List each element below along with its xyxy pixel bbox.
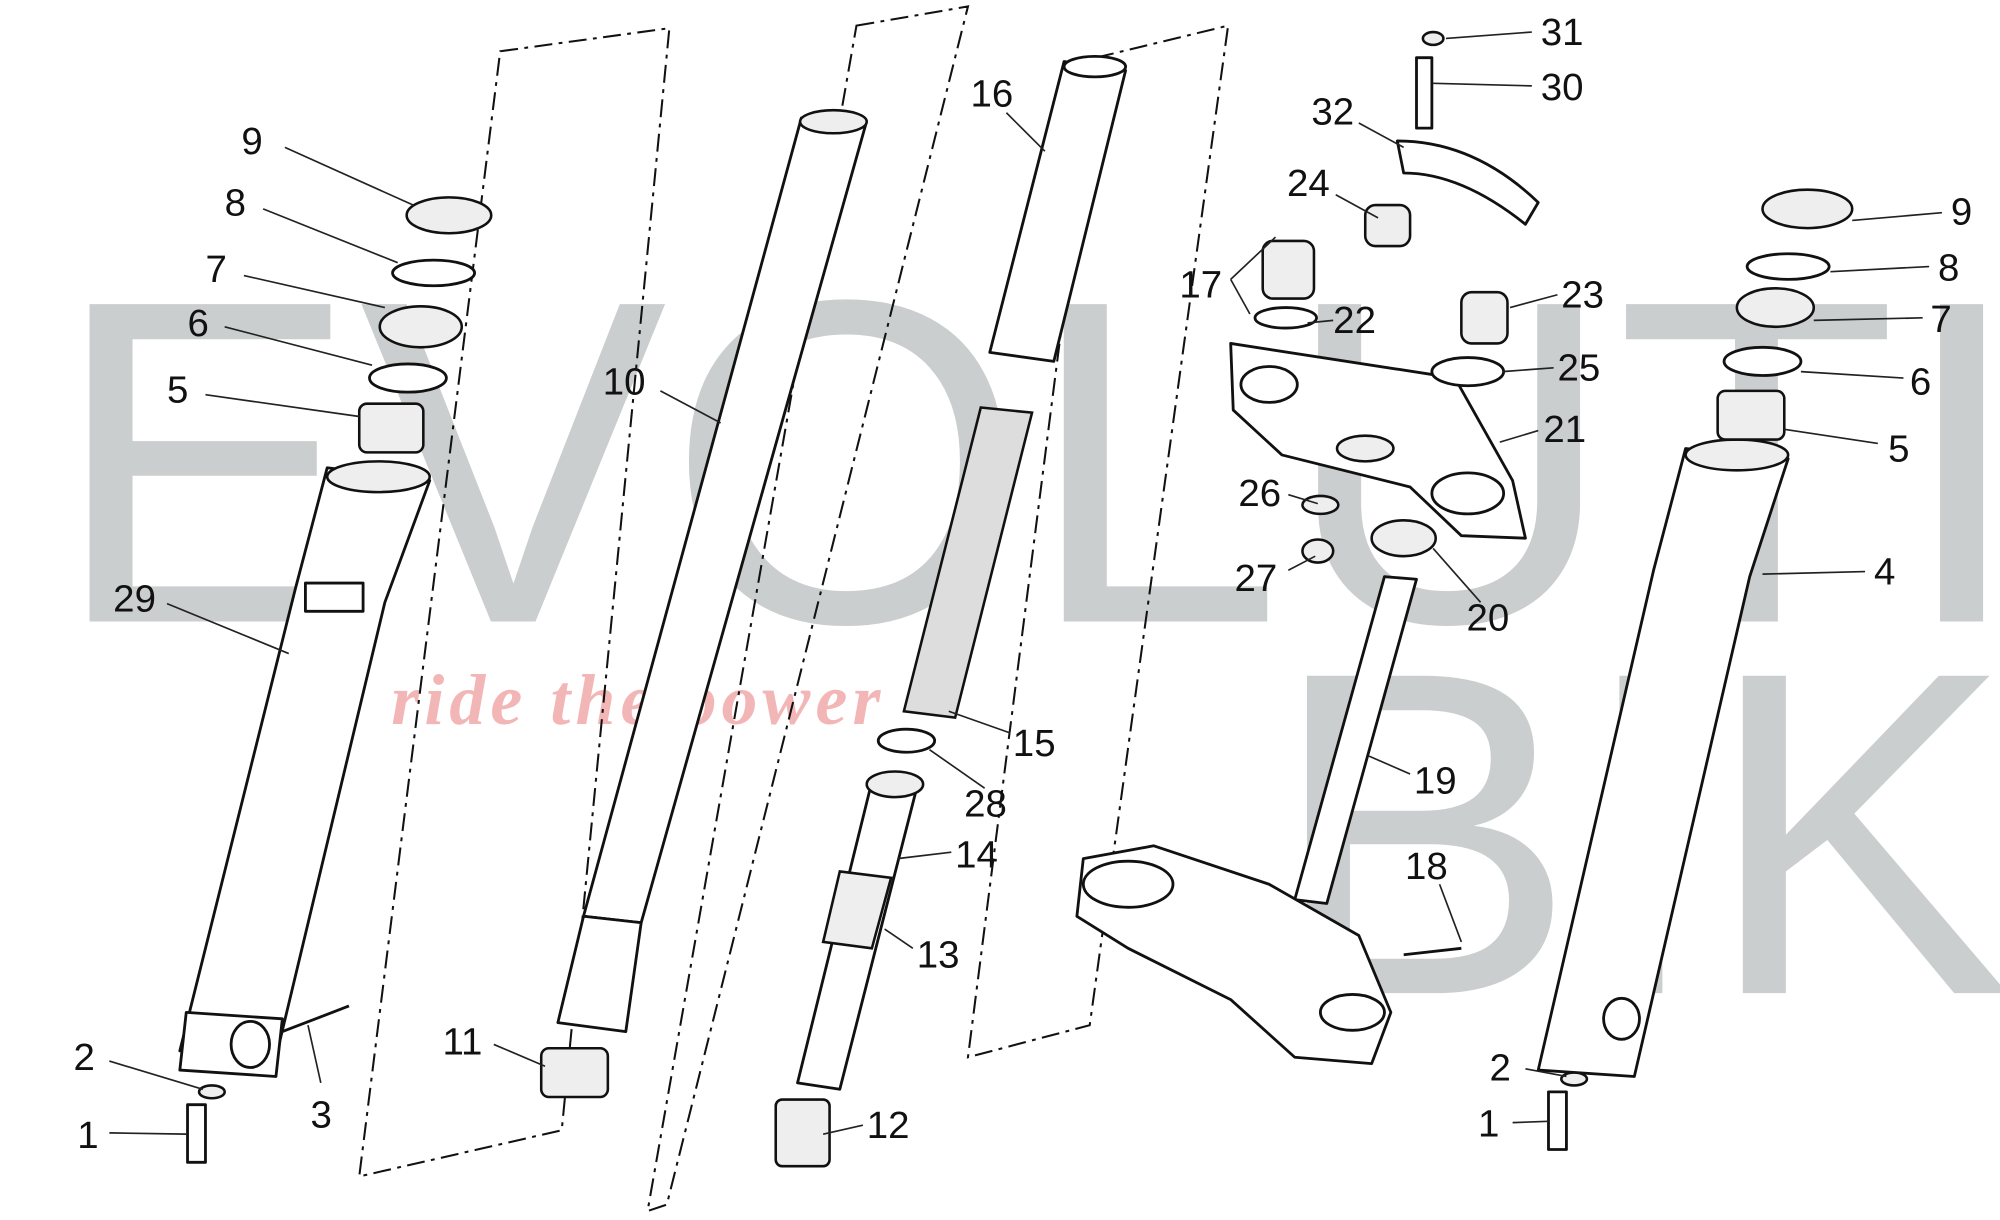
- part-label: 25: [1557, 347, 1600, 390]
- part-label: 21: [1543, 408, 1586, 451]
- washer-left: [368, 362, 448, 394]
- washer-2-left: [197, 1084, 226, 1100]
- part-label: 17: [1179, 263, 1222, 306]
- washer-26: [1301, 494, 1340, 516]
- part-label: 28: [964, 782, 1007, 825]
- fork-leg-left: [178, 460, 432, 1078]
- part-label: 6: [188, 302, 209, 345]
- spring-15: [902, 406, 1034, 720]
- part-label: 4: [1874, 550, 1895, 593]
- bushing-left: [357, 402, 425, 454]
- group-outline: [358, 27, 671, 1178]
- part-label: 27: [1235, 557, 1278, 600]
- part-label: 9: [241, 120, 262, 163]
- part-label: 30: [1541, 66, 1584, 109]
- part-label: 7: [205, 248, 226, 291]
- bracket-32: [1395, 139, 1540, 226]
- part-label: 26: [1238, 472, 1281, 515]
- part-label: 3: [311, 1094, 332, 1137]
- part-label: 16: [971, 72, 1014, 115]
- part-label: 11: [443, 1021, 483, 1064]
- clip-left: [391, 258, 476, 288]
- group-outline: [966, 24, 1230, 1059]
- washer-25: [1430, 356, 1506, 388]
- part-label: 8: [225, 181, 246, 224]
- leader-lines: [109, 31, 1942, 1135]
- part-label: 29: [113, 577, 156, 620]
- part-label: 5: [1888, 427, 1909, 470]
- part-label: 13: [917, 934, 960, 977]
- part-label: 14: [955, 834, 998, 877]
- part-label: 24: [1287, 162, 1330, 205]
- group-outline: [646, 5, 970, 1213]
- part-label: 5: [167, 368, 188, 411]
- part-label: 2: [1490, 1046, 1511, 1089]
- damper-rod-head: [865, 770, 925, 799]
- ring-nut-20: [1370, 519, 1437, 558]
- washer-right: [1722, 345, 1803, 377]
- bushing-right: [1716, 389, 1786, 441]
- part-label: 8: [1938, 247, 1959, 290]
- dust-seal-left: [405, 196, 493, 235]
- part-label: 12: [867, 1104, 910, 1147]
- fork-tube-10: [556, 108, 869, 1034]
- rubber-24: [1363, 203, 1412, 248]
- spacer-tube-end: [1062, 54, 1127, 79]
- cap-31: [1421, 30, 1445, 47]
- cap-23: [1460, 290, 1509, 345]
- part-label: 15: [1013, 722, 1056, 765]
- nut-27: [1301, 538, 1335, 564]
- o-ring-22: [1253, 306, 1318, 330]
- plug-17: [1261, 239, 1316, 300]
- part-label: 19: [1414, 759, 1457, 802]
- part-label: 6: [1910, 361, 1931, 404]
- part-label: 31: [1541, 11, 1584, 54]
- part-label: 20: [1466, 597, 1509, 640]
- steering-stem-19: [1293, 575, 1418, 905]
- bushing-11: [539, 1046, 610, 1099]
- upper-triple-clamp: [1229, 342, 1527, 540]
- clip-right: [1745, 252, 1831, 281]
- part-label: 32: [1311, 90, 1354, 133]
- washer-2-right: [1560, 1071, 1589, 1087]
- screw-1-right: [1547, 1090, 1568, 1151]
- ring-28: [876, 727, 937, 754]
- screw-18: [1403, 946, 1462, 957]
- part-label: 9: [1951, 190, 1972, 233]
- part-label: 23: [1561, 274, 1604, 317]
- part-label: 7: [1930, 298, 1951, 341]
- dust-seal-right: [1761, 188, 1854, 230]
- screw-1-left: [186, 1103, 207, 1164]
- bush-12: [774, 1098, 831, 1168]
- oil-seal-left: [378, 305, 464, 349]
- screw-3: [281, 1004, 350, 1033]
- part-labels: 9 8 7 6 5 29 2 1 3 11 10 16 15 28 14 13 …: [73, 11, 1972, 1157]
- part-label: 22: [1333, 299, 1376, 342]
- lower-triple-clamp: [1075, 844, 1393, 1066]
- part-label: 2: [73, 1036, 94, 1079]
- screw-30: [1415, 56, 1434, 130]
- oil-seal-right: [1735, 287, 1816, 329]
- part-label: 10: [603, 361, 646, 404]
- part-label: 1: [77, 1114, 98, 1157]
- part-label: 1: [1478, 1103, 1499, 1146]
- part-label: 18: [1405, 845, 1448, 888]
- spring-13: [821, 870, 893, 950]
